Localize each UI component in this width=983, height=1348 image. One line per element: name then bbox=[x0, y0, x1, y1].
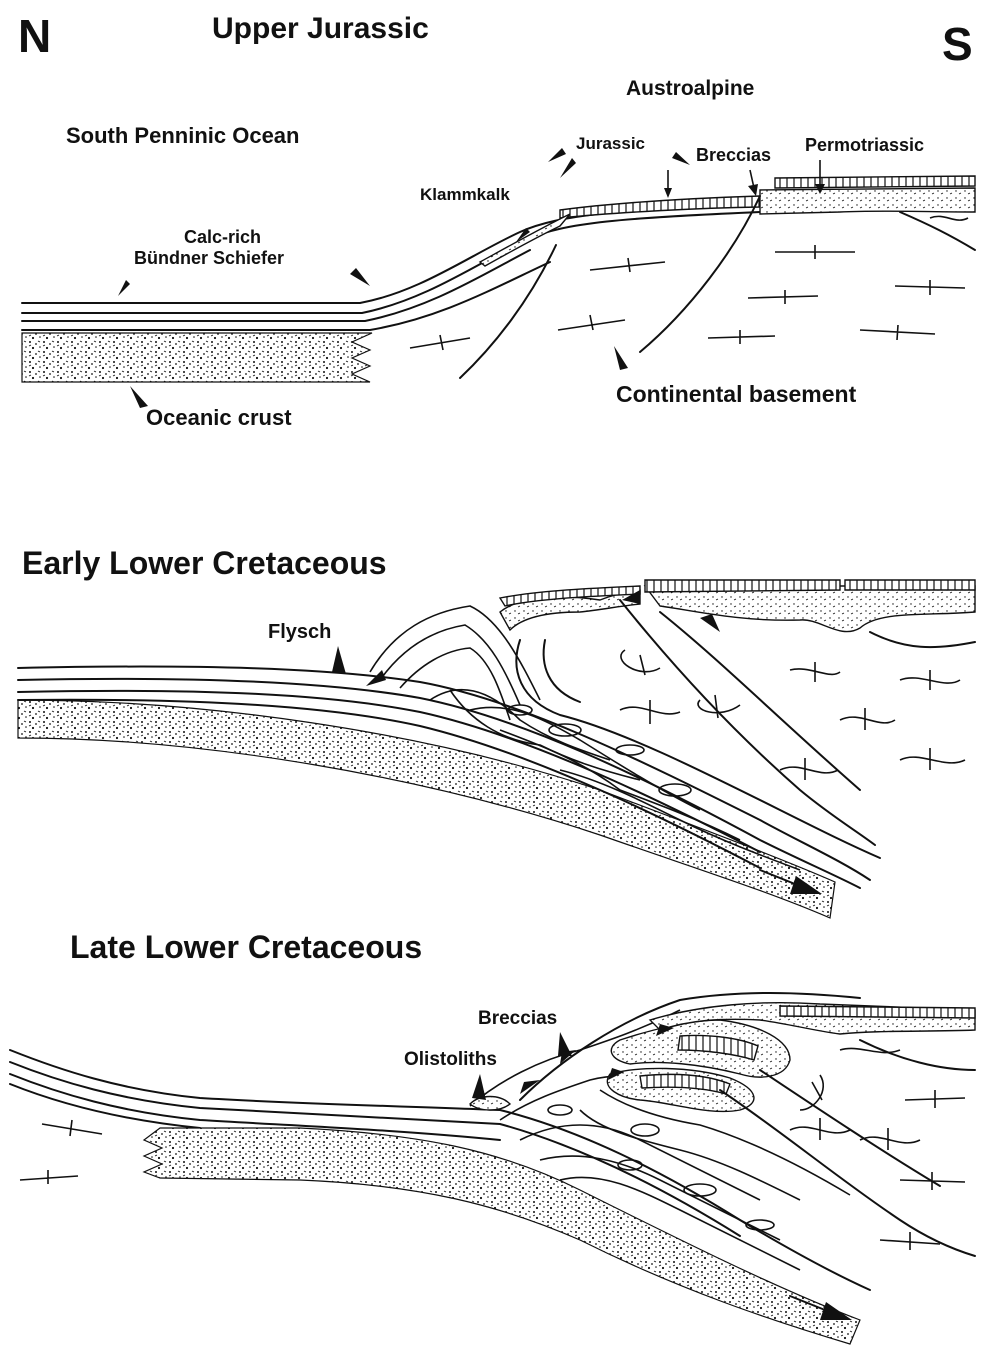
panel3-title: Late Lower Cretaceous bbox=[70, 929, 422, 965]
sed-line-3d bbox=[10, 1084, 200, 1128]
schiefer-label: Bündner Schiefer bbox=[134, 248, 284, 268]
thrust-1 bbox=[620, 600, 875, 845]
panel-late-lower-cretaceous: Late Lower Cretaceous Breccias Olistolit… bbox=[10, 929, 975, 1344]
basement-symbols-2 bbox=[620, 650, 965, 780]
calc-rich-label: Calc-rich bbox=[184, 227, 261, 247]
schiefer-layer-4 bbox=[22, 262, 550, 330]
upper-nappe-carbonate-2 bbox=[845, 580, 975, 590]
oceanic-crust-block bbox=[22, 333, 372, 382]
south-label: S bbox=[942, 18, 973, 70]
basement-boundary bbox=[900, 212, 975, 250]
panel2-title: Early Lower Cretaceous bbox=[22, 545, 387, 581]
panel1-title: Upper Jurassic bbox=[212, 12, 429, 45]
austroalpine-label: Austroalpine bbox=[626, 77, 754, 100]
permotriassic-carbonate bbox=[775, 176, 975, 188]
thrust-3b bbox=[760, 1070, 940, 1186]
oceanic-crust-label: Oceanic crust bbox=[146, 405, 292, 430]
thrust-2 bbox=[660, 612, 860, 790]
olistoliths-label: Olistoliths bbox=[404, 1049, 497, 1070]
breccias-label-3: Breccias bbox=[478, 1008, 557, 1029]
basement-top-3 bbox=[860, 1040, 975, 1070]
basement-symbol-left-2 bbox=[20, 1170, 78, 1184]
jurassic-carbonate bbox=[560, 196, 760, 218]
ocean-label: South Penninic Ocean bbox=[66, 123, 299, 148]
upper-nappe-carbonate bbox=[645, 580, 840, 592]
oceanic-crust-slab bbox=[18, 700, 835, 918]
north-label: N bbox=[18, 10, 51, 62]
panel-upper-jurassic: Upper Jurassic Austroalpine South Pennin… bbox=[22, 12, 975, 430]
basement-symbols bbox=[410, 216, 968, 350]
jurassic-label: Jurassic bbox=[576, 134, 645, 153]
schiefer-layer-top bbox=[22, 205, 760, 303]
permotriassic-sediment bbox=[760, 188, 975, 214]
permotriassic-label: Permotriassic bbox=[805, 135, 924, 155]
breccias-label: Breccias bbox=[696, 145, 771, 165]
basement-symbol-left-1 bbox=[42, 1120, 102, 1136]
klammkalk-label: Klammkalk bbox=[420, 185, 510, 204]
continental-basement-label: Continental basement bbox=[616, 381, 857, 407]
basement-top bbox=[870, 632, 975, 647]
klammkalk-wedge bbox=[480, 214, 570, 266]
nappe-hinge bbox=[544, 640, 580, 702]
flysch-label: Flysch bbox=[268, 621, 331, 643]
oceanic-crust-slab-3 bbox=[144, 1128, 860, 1344]
schiefer-layer-2 bbox=[22, 212, 760, 313]
basement-symbols-3 bbox=[790, 1048, 965, 1250]
fault-2 bbox=[640, 196, 760, 352]
top-nappe-carbonate-3 bbox=[780, 1006, 975, 1018]
panel-early-lower-cretaceous: Early Lower Cretaceous Flysch bbox=[18, 545, 975, 918]
